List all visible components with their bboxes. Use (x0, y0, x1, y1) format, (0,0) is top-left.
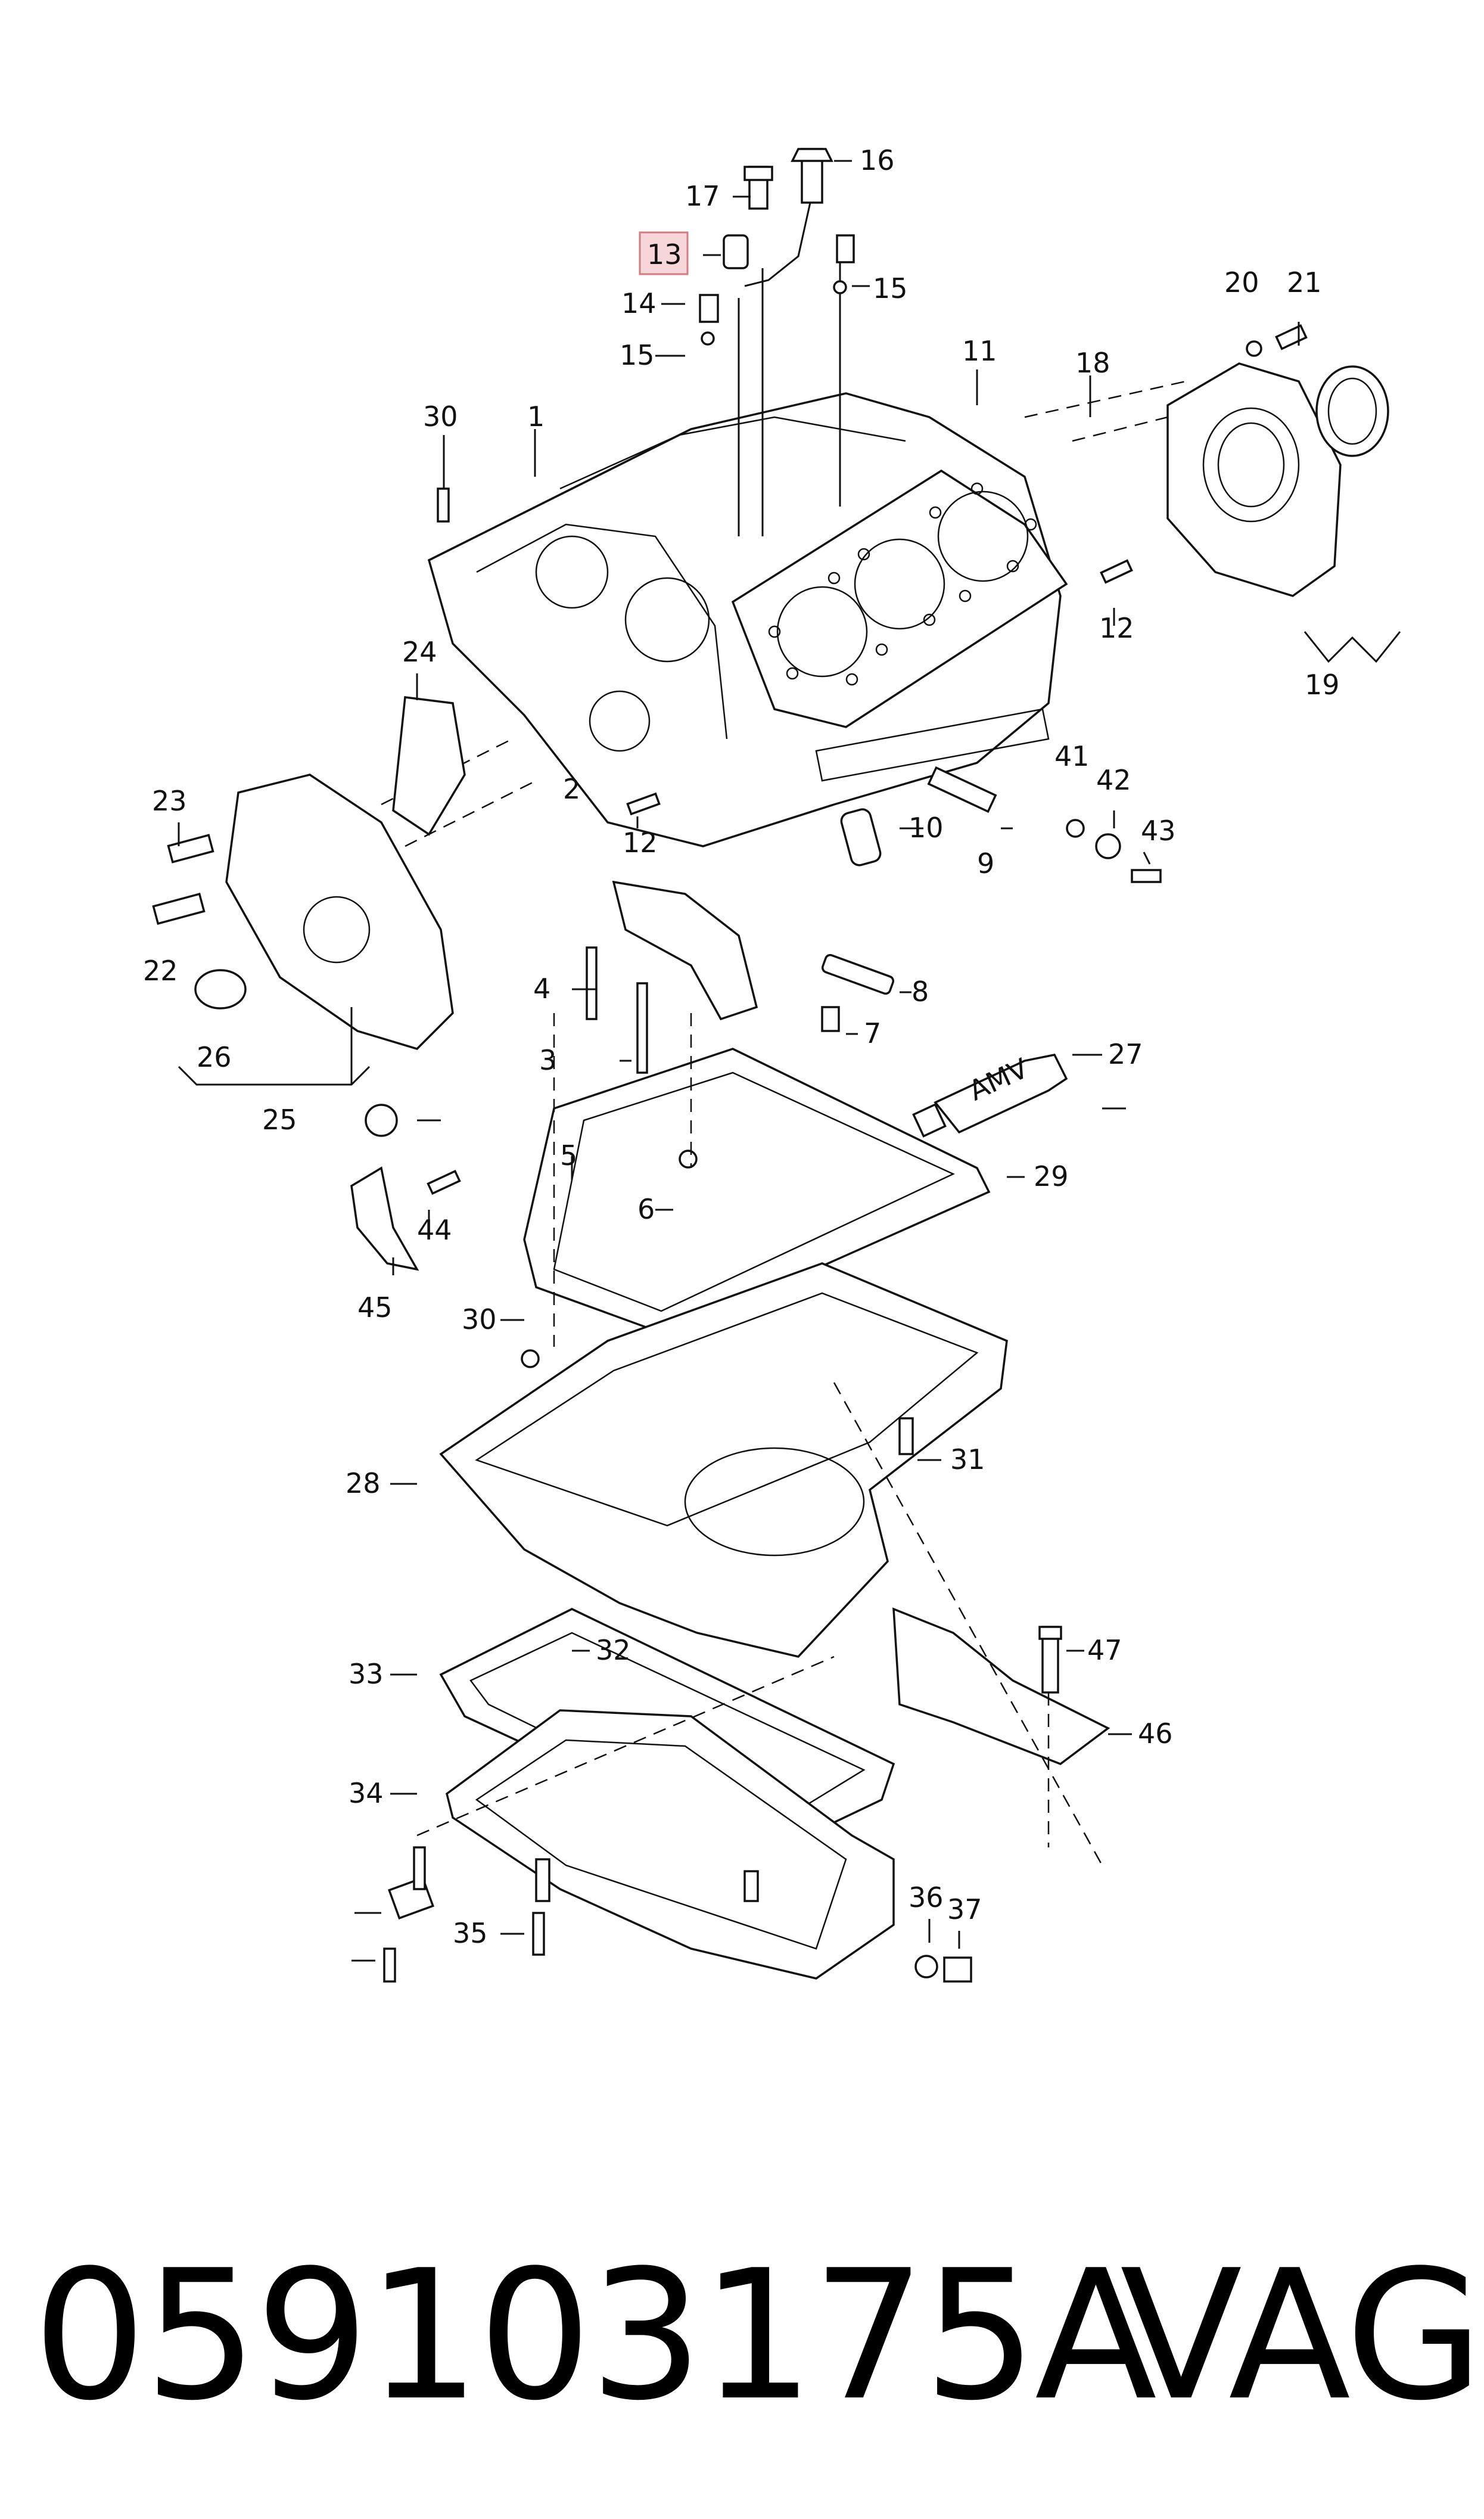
callout-14: 14 (621, 287, 657, 319)
callout-31: 31 (950, 1443, 985, 1476)
callout-16: 16 (860, 144, 895, 176)
part-number: 059103175A (33, 2232, 1157, 2440)
callout-7: 7 (864, 1017, 881, 1049)
sensor-and-plug (383, 1846, 972, 1983)
callout-9: 9 (977, 847, 994, 880)
callout-30b: 30 (462, 1303, 497, 1335)
callout-2: 2 (563, 773, 580, 805)
callout-29: 29 (1034, 1160, 1069, 1192)
callout-40: 43 (1141, 815, 1176, 847)
guides-and-bolts (350, 487, 1162, 1271)
upper-oil-pan (439, 1262, 1008, 1658)
sealant-tube: AMV (912, 1052, 1068, 1138)
highlight-box (639, 231, 689, 275)
callout-24: 24 (402, 636, 437, 668)
callout-35: 35 (453, 1917, 488, 1949)
callout-8: 8 (911, 976, 929, 1008)
callout-23: 23 (152, 785, 187, 817)
callout-12a: 12 (1099, 612, 1134, 644)
callout-34: 34 (349, 1777, 384, 1809)
callout-3: 3 (539, 1044, 556, 1076)
callout-22: 22 (143, 955, 178, 987)
callout-27: 27 (1108, 1038, 1143, 1070)
callout-17: 17 (685, 180, 720, 212)
callout-15a: 15 (620, 339, 655, 371)
callout-30a: 30 (423, 400, 458, 433)
callout-13[interactable]: 13 (647, 238, 682, 271)
callout-38: 41 (1054, 740, 1090, 772)
callout-1: 1 (527, 400, 545, 433)
callout-42: 45 (357, 1291, 393, 1324)
callout-18: 18 (1075, 347, 1110, 379)
callout-11: 11 (962, 335, 997, 367)
callout-4: 4 (533, 973, 550, 1005)
callout-28: 28 (346, 1467, 381, 1499)
callout-39: 42 (1096, 764, 1131, 796)
callout-12b: 12 (623, 827, 658, 859)
callout-33: 33 (349, 1658, 384, 1690)
top-fittings (699, 148, 855, 346)
callout-37: 37 (947, 1893, 982, 1925)
callout-labels: 16 17 13 14 15 15 11 18 20 21 30 1 12 19… (143, 144, 1340, 1949)
callout-20: 20 (1224, 266, 1259, 299)
callout-44: 47 (1087, 1634, 1122, 1666)
assembly-lines (416, 1013, 1103, 1866)
callout-10: 10 (909, 812, 944, 844)
callout-6: 6 (637, 1193, 655, 1225)
callout-21: 21 (1287, 266, 1322, 299)
engine-block (427, 238, 1068, 847)
brand-name: VAG (1120, 2232, 1483, 2440)
callout-36: 36 (909, 1881, 944, 1914)
callout-19: 19 (1305, 669, 1340, 701)
upper-gasket (523, 1048, 991, 1336)
callout-43: 46 (1138, 1717, 1173, 1750)
leader-lines (178, 160, 1300, 1962)
rear-flange (1024, 324, 1401, 663)
callout-41: 44 (417, 1214, 452, 1246)
callout-15b: 15 (873, 272, 908, 305)
callout-25: 25 (262, 1104, 297, 1136)
callout-32: 32 (596, 1634, 631, 1666)
callout-5: 5 (560, 1139, 577, 1172)
baffle-bracket (892, 1607, 1110, 1765)
exploded-parts-diagram: AMV (143, 144, 1401, 1983)
lower-oil-pan (446, 1709, 895, 1980)
front-cover (152, 738, 537, 1086)
callout-26: 26 (197, 1041, 232, 1073)
